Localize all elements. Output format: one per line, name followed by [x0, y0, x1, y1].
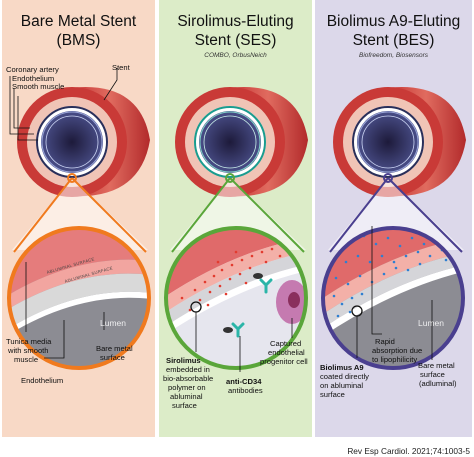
bes-bare-metal-label-3: (adluminal) — [419, 379, 457, 388]
sirolimus-label-4: abluminal — [170, 392, 203, 401]
coronary-artery-label: Coronary artery — [6, 65, 59, 74]
bms-magnified-view — [9, 228, 149, 368]
captured-cell-label-2: endothelial — [268, 348, 305, 357]
captured-cell-label-3: progenitor cell — [260, 357, 308, 366]
biolimus-label-3: surface — [320, 390, 345, 399]
sirolimus-label-5: surface — [172, 401, 197, 410]
ses-magnifier-cone — [170, 178, 306, 250]
stent-label: Stent — [112, 63, 130, 72]
smooth-muscle-top-label: Smooth muscle — [12, 82, 65, 91]
rapid-absorption-label-2: absorption due — [372, 346, 423, 355]
rapid-absorption-label-3: to lipophilicity — [372, 355, 418, 364]
sirolimus-label-1: embedded in — [166, 365, 210, 374]
biolimus-label-2: on abluminal — [320, 381, 364, 390]
bes-bare-metal-label-1: Bare metal — [418, 361, 455, 370]
sirolimus-label-3: polymer on — [168, 383, 206, 392]
anti-cd34-label-bold: anti-CD34 — [226, 377, 262, 386]
bes-bare-metal-label-2: surface — [420, 370, 445, 379]
bms-title-line2: (BMS) — [56, 32, 101, 49]
bare-metal-label-1: Bare metal — [96, 344, 133, 353]
bms-magnifier-cone — [12, 178, 148, 250]
endothelium-bottom-label: Endothelium — [21, 376, 64, 385]
endothelium-top-label: Endothelium — [12, 74, 55, 83]
bms-vessel — [17, 87, 150, 197]
bare-metal-label-2: surface — [100, 353, 125, 362]
bes-magnifier-cone — [328, 178, 464, 250]
ses-vessel — [175, 87, 308, 197]
ses-title-line2: Stent (SES) — [194, 32, 277, 49]
bes-subtitle: Biofreedom, Biosensors — [358, 52, 428, 59]
sirolimus-label-bold: Sirolimus — [166, 356, 201, 365]
rapid-absorption-label-1: Rapid — [375, 337, 395, 346]
sirolimus-label-2: bio-absorbable — [163, 374, 214, 383]
bes-title-line2: Stent (BES) — [352, 32, 435, 49]
leader-lines — [9, 68, 433, 372]
citation-footer: Rev Esp Cardiol. 2021;74:1003-5 — [347, 446, 470, 456]
bes-title-line1: Biolimus A9-Eluting — [326, 13, 461, 30]
tunica-media-label-3: muscle — [14, 355, 39, 364]
biolimus-label-1: coated directly — [320, 372, 369, 381]
bes-lumen-label: Lumen — [418, 318, 444, 328]
biolimus-label-bold: Biolimus A9 — [320, 363, 364, 372]
bms-title-line1: Bare Metal Stent — [20, 13, 137, 30]
tunica-media-label-2: with smooth — [8, 346, 49, 355]
tunica-media-label-1: Tunica media — [6, 337, 52, 346]
captured-cell-label-1: Captured — [270, 339, 302, 348]
bms-lumen-label: Lumen — [100, 318, 126, 328]
ses-subtitle: COMBO, OrbusNeich — [204, 52, 267, 59]
ses-title-line1: Sirolimus-Eluting — [177, 13, 294, 30]
anti-cd34-label-1: antibodies — [228, 386, 263, 395]
bes-vessel — [333, 87, 466, 197]
